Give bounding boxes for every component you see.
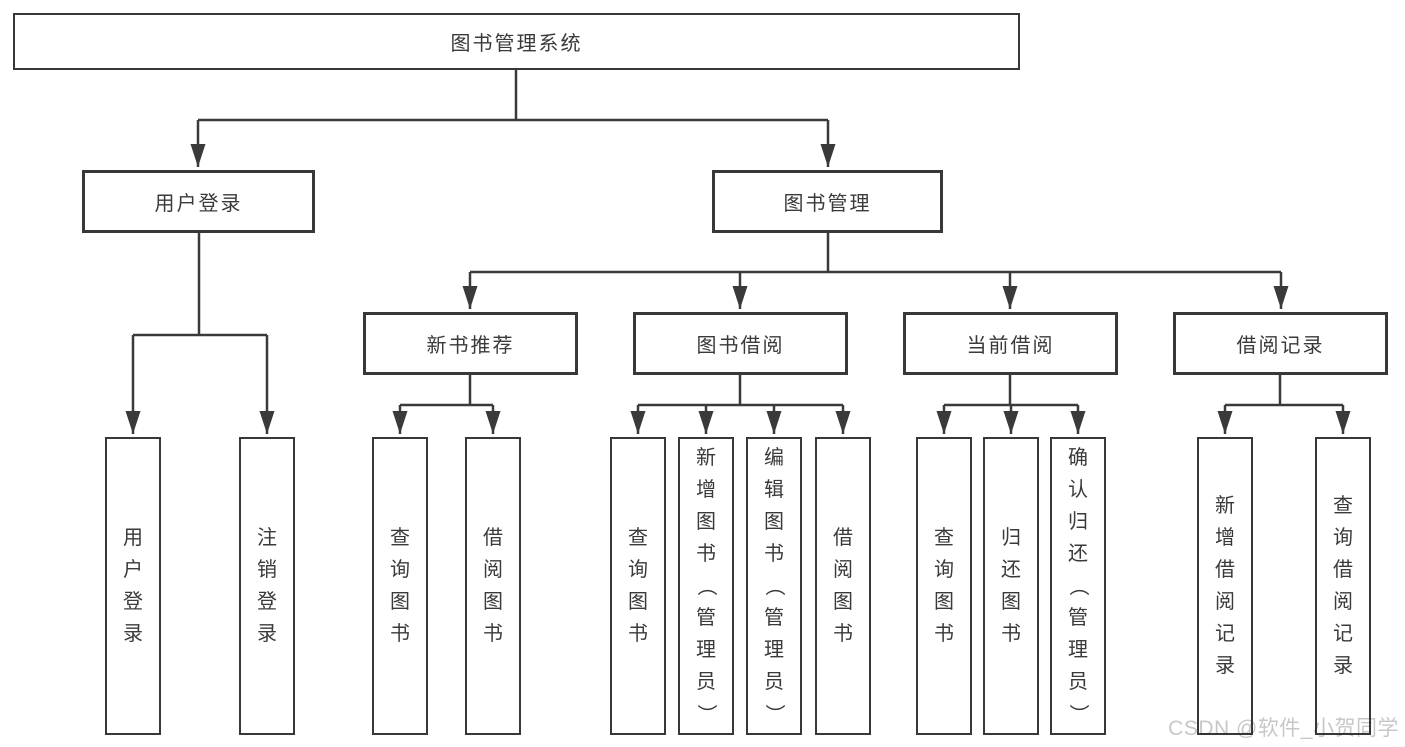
node-cb-query-books: 查询图书 [916,437,972,735]
vertical-char: 图 [628,591,648,613]
vertical-char: 理 [1068,639,1088,661]
vertical-char: 员 [1068,671,1088,693]
node-book-management: 图书管理 [712,170,943,233]
vertical-char: 书 [628,623,648,645]
vertical-char: 录 [123,623,143,645]
vertical-char: 借 [1215,559,1235,581]
vertical-char: 查 [390,527,410,549]
node-br-add-record: 新增借阅记录 [1197,437,1253,735]
vertical-char: 认 [1068,479,1088,501]
node-user-login: 用户登录 [82,170,315,233]
vertical-char: 书 [764,543,784,565]
vertical-char: 借 [833,527,853,549]
vertical-char: 询 [390,559,410,581]
vertical-char: 登 [123,591,143,613]
vertical-char: （ [695,576,717,596]
vertical-char: 新 [696,447,716,469]
node-library-management-system: 图书管理系统 [13,13,1020,70]
vertical-char: 归 [1001,527,1021,549]
vertical-char: 书 [483,623,503,645]
vertical-char: 增 [1215,527,1235,549]
node-br-query-record: 查询借阅记录 [1315,437,1371,735]
vertical-char: 确 [1068,447,1088,469]
vertical-char: 录 [1215,655,1235,677]
node-cb-return-books: 归还图书 [983,437,1039,735]
vertical-char: 新 [1215,495,1235,517]
vertical-char: 注 [257,527,277,549]
vertical-char: 管 [696,607,716,629]
vertical-char: 查 [628,527,648,549]
vertical-char: 记 [1333,623,1353,645]
node-bb-query-books: 查询图书 [610,437,666,735]
vertical-char: 记 [1215,623,1235,645]
vertical-char: 询 [934,559,954,581]
vertical-char: 书 [696,543,716,565]
vertical-char: 阅 [833,559,853,581]
vertical-char: 阅 [483,559,503,581]
csdn-watermark: CSDN @软件_小贺同学 [1168,717,1399,740]
vertical-char: 图 [1001,591,1021,613]
vertical-char: 图 [390,591,410,613]
node-bb-borrow-books: 借阅图书 [815,437,871,735]
node-nb-borrow-books: 借阅图书 [465,437,521,735]
vertical-char: 辑 [764,479,784,501]
vertical-char: 询 [628,559,648,581]
node-bb-add-books-admin: 新增图书 （ 管理员 ） [678,437,734,735]
vertical-char: （ [763,576,785,596]
node-bb-edit-books-admin: 编辑图书 （ 管理员 ） [746,437,802,735]
vertical-char: 用 [123,527,143,549]
vertical-char: 书 [1001,623,1021,645]
node-current-borrowing: 当前借阅 [903,312,1118,375]
vertical-char: 阅 [1215,591,1235,613]
vertical-char: 户 [123,559,143,581]
vertical-char: （ [1067,576,1089,596]
vertical-char: 理 [696,639,716,661]
vertical-char: 查 [1333,495,1353,517]
vertical-char: ） [1067,704,1089,724]
connector-trunks [133,70,1343,407]
vertical-char: 录 [1333,655,1353,677]
node-book-borrowing: 图书借阅 [633,312,848,375]
vertical-char: 还 [1068,543,1088,565]
vertical-char: 借 [1333,559,1353,581]
vertical-char: 编 [764,447,784,469]
vertical-char: 员 [696,671,716,693]
vertical-char: ） [763,704,785,724]
vertical-char: 理 [764,639,784,661]
vertical-char: 管 [1068,607,1088,629]
vertical-char: 登 [257,591,277,613]
vertical-char: ） [695,704,717,724]
vertical-char: 图 [764,511,784,533]
vertical-char: 阅 [1333,591,1353,613]
vertical-char: 管 [764,607,784,629]
vertical-char: 书 [390,623,410,645]
connector-arrows [125,120,1351,434]
vertical-char: 还 [1001,559,1021,581]
node-user-login-action: 用户登录 [105,437,161,735]
vertical-char: 图 [483,591,503,613]
vertical-char: 增 [696,479,716,501]
vertical-char: 书 [833,623,853,645]
node-cb-confirm-return-admin: 确认归还 （ 管理员 ） [1050,437,1106,735]
vertical-char: 借 [483,527,503,549]
vertical-char: 录 [257,623,277,645]
vertical-char: 图 [833,591,853,613]
vertical-char: 书 [934,623,954,645]
vertical-char: 图 [696,511,716,533]
vertical-char: 归 [1068,511,1088,533]
node-borrowing-records: 借阅记录 [1173,312,1388,375]
vertical-char: 员 [764,671,784,693]
vertical-char: 销 [257,559,277,581]
vertical-char: 查 [934,527,954,549]
vertical-char: 询 [1333,527,1353,549]
vertical-char: 图 [934,591,954,613]
node-new-book-recommendation: 新书推荐 [363,312,578,375]
node-logout-action: 注销登录 [239,437,295,735]
node-nb-query-books: 查询图书 [372,437,428,735]
